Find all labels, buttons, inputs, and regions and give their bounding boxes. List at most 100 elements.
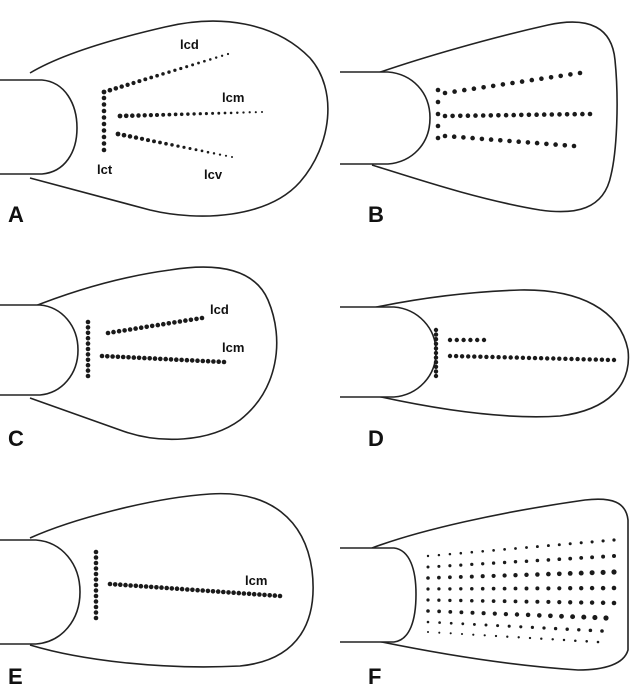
panel-f-row-8-dot [472,634,474,636]
panel-f-row-3-dot [590,570,595,575]
panel-f-row-8-dot [597,641,600,644]
panel-f-row-7-dot [542,626,545,629]
panel-d-vertical-row-dot [434,342,438,346]
panel-c-lcm-row-dot [169,357,174,362]
panel-c-lcm-row-dot [158,357,163,362]
panel-f-row-4-dot [590,586,594,590]
panel-f-row-6-dot [482,611,486,615]
panel-c-letter: C [8,426,24,451]
panel-f-row-2-dot [470,563,473,566]
panel-f-row-2-dot [481,562,484,565]
panel-f-row-4-dot [503,587,507,591]
panel-d-middle-row-dot [521,356,525,360]
panel-f-row-6-dot [459,610,463,614]
panel-b-top-row-dot [568,72,573,77]
panel-a-lcm-row-dot [249,111,251,113]
panel-b-bottom-row-dot [572,144,577,149]
panel-a-lct-row-dot [102,141,107,146]
panel-b-bottom-row-dot [452,134,457,139]
panel-a-lcm-row-dot [230,112,233,115]
panel-f-row-1-dot [438,554,440,556]
panel-b-middle-row-dot [565,112,570,117]
panel-f-row-6-dot [581,615,586,620]
panel-b-middle-row-dot [511,113,516,118]
panel-e: lcm E [0,494,313,689]
panel-f-row-6-dot [471,611,475,615]
panel-c-lcm-row-dot [195,358,200,363]
panel-b-top-row-dot [472,86,477,91]
panel-d-vertical-row [434,328,438,378]
panel-f-row-2-dot [427,566,430,569]
panel-f-row-3-dot [502,573,506,577]
panel-a-lcv-row-dot [140,137,144,141]
panel-e-lcm-row-dot [242,591,247,596]
panel-c-lcm-row-dot [116,355,121,360]
panel-c-lcd-row-dot [122,328,127,333]
panel-e-lcm-row-dot [190,588,195,593]
panel-f-row-8-dot [461,633,463,635]
panel-a-lcv-row-dot [134,135,138,139]
panel-f-row-5-dot [601,601,606,606]
panel-e-lcm-row-dot [231,590,236,595]
panel-a-lcm-row-dot [242,111,244,113]
panel-f-row-4-dot [579,586,583,590]
panel-f-row-7-dot [600,629,604,633]
panel-f-row-7-dot [589,629,593,633]
panel-a-lcv-row-dot [158,141,162,145]
panel-e-lcm-row-dot [200,588,205,593]
panel-c-lcm-row-dot [126,355,131,360]
panel-c-lcm-row-dot [132,355,137,360]
panel-f-row-4-dot [525,587,529,591]
panel-f-row-4-dot [470,587,474,591]
panel-f-row-7-dot [577,628,580,631]
panel-d-letter: D [368,426,384,451]
panel-e-lcm-label: lcm [245,573,267,588]
panel-c-lcm-row-dot [174,357,179,362]
panel-f-row-2-dot [579,556,583,560]
panel-f-row-4-dot [514,587,518,591]
panel-a-lct-row-dot [102,96,107,101]
panel-c-lcd-row-dot [178,319,183,324]
panel-c-lcd-row-dot [167,321,172,326]
panel-a-lcd-row-dot [179,67,182,70]
panel-f-row-8-dot [563,639,565,641]
panel-f-row-6-dot [537,613,542,618]
panel-b-vertical-row-dot [436,124,441,129]
panel-c-vertical-row-dot [86,341,91,346]
panel-d-middle-row-dot [594,357,598,361]
panel-a-lcd-row-dot [197,62,200,65]
panel-b-bottom-row-dot [461,135,466,140]
panel-c-vertical-row-dot [86,325,91,330]
panel-f-row-6-dot [570,614,575,619]
panel-e-vertical-row-dot [94,555,99,560]
panel-f-row-6-dot [504,612,508,616]
panel-d-middle-row-dot [478,355,482,359]
panel-e-lcm-row-dot [164,586,169,591]
panel-f-row-2-dot [459,564,462,567]
panel-a-lcv-row-dot [146,138,150,142]
panel-f-row-2-dot [448,564,451,567]
panel-b-bottom-row-dot [535,141,540,146]
panel-c-vertical-row [86,320,91,379]
panel-e-lcm-row-dot [267,593,272,598]
panel-d-middle-row-dot [569,357,573,361]
panel-f-row-1-dot [514,547,517,550]
panel-e-vertical-row-dot [94,572,99,577]
panel-a-lct-row-dot [102,102,107,107]
panel-b-middle-row-dot [519,113,524,118]
panel-e-lcm-row-dot [252,592,257,597]
panel-f-row-5-dot [448,599,451,602]
panel-f-row-3-dot [524,573,528,577]
panel-c-vertical-row-dot [86,336,91,341]
panel-e-vertical-row-dot [94,588,99,593]
panel-f-row-8-dot [438,632,440,634]
panel-b-middle-row-dot [443,114,448,119]
panel-c-lcm-row-dot [163,357,168,362]
panel-c-lcd-row-dot [139,325,144,330]
panel-c-lcd-row-dot [128,327,133,332]
panel-d-upper-row-dot [468,338,472,342]
panel-f-row-7-dot [450,622,453,625]
panel-f-row-3-dot [470,575,474,579]
panel-b-top-row-dot [510,81,515,86]
panel-d-middle-row-dot [581,357,585,361]
